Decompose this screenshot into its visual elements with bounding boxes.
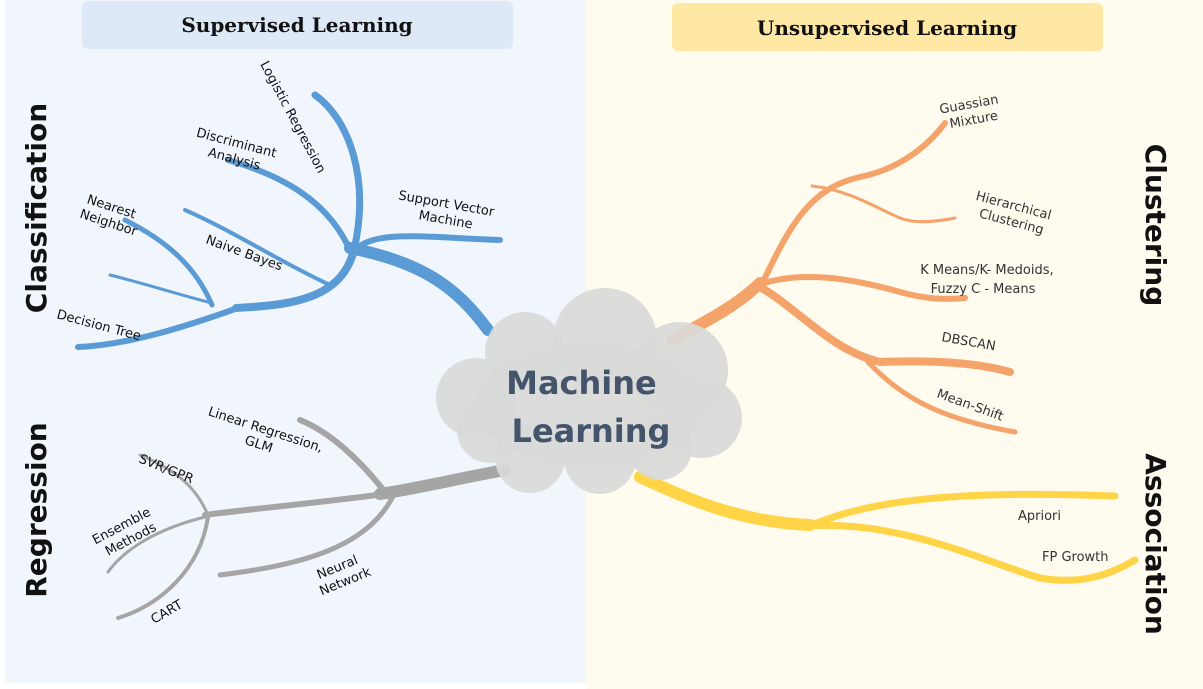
classification-title: Classification bbox=[20, 103, 53, 313]
label-kmeans-line2: Fuzzy C - Means bbox=[931, 282, 1036, 297]
branch-hierarchical bbox=[810, 184, 957, 224]
classification-lower-stem bbox=[232, 241, 359, 312]
label-apriori: Apriori bbox=[1018, 509, 1061, 524]
classification-trunk bbox=[344, 242, 494, 336]
branch-fan bbox=[108, 273, 214, 305]
branch-cart bbox=[116, 515, 210, 620]
branch-linear-regression bbox=[297, 417, 388, 495]
branch-kmeans bbox=[755, 273, 968, 302]
central-topic-line2: Learning bbox=[512, 412, 671, 450]
supervised-header: Supervised Learning bbox=[181, 13, 412, 37]
branch-discriminant bbox=[225, 157, 355, 258]
association-trunk bbox=[634, 471, 816, 531]
branch-support-vector bbox=[350, 233, 503, 255]
unsupervised-header: Unsupervised Learning bbox=[757, 16, 1017, 40]
branch-svr-gpr bbox=[138, 453, 210, 517]
branch-decision-tree bbox=[75, 305, 241, 350]
branch-nearest-neighbor bbox=[122, 217, 215, 308]
supervised-header-box bbox=[82, 1, 513, 49]
regression-main-stem bbox=[202, 491, 388, 518]
clustering-title: Clustering bbox=[1139, 144, 1172, 307]
regression-branches bbox=[106, 417, 511, 620]
central-topic: Machine Learning bbox=[506, 364, 670, 450]
classification-branches bbox=[75, 91, 503, 350]
label-kmeans-line1: K Means/K- Medoids, bbox=[920, 263, 1053, 278]
clustering-branches bbox=[666, 120, 1018, 435]
branch-neural-network bbox=[217, 489, 398, 578]
central-topic-line1: Machine bbox=[506, 364, 657, 402]
branch-apriori bbox=[808, 490, 1119, 529]
label-kmeans: K Means/K- Medoids, Fuzzy C - Means bbox=[920, 263, 1058, 297]
branch-naive-bayes bbox=[183, 208, 332, 287]
branch-fp-growth bbox=[804, 521, 1139, 584]
label-fp-growth: FP Growth bbox=[1042, 550, 1109, 565]
association-title: Association bbox=[1139, 453, 1172, 634]
regression-title: Regression bbox=[20, 422, 53, 598]
branch-gaussian bbox=[759, 120, 948, 287]
unsupervised-header-box bbox=[672, 3, 1103, 51]
branch-mean-shift bbox=[865, 359, 1018, 435]
central-cloud bbox=[436, 288, 742, 494]
branch-ensemble bbox=[106, 515, 207, 574]
branch-dbscan bbox=[756, 283, 1014, 376]
branch-logistic bbox=[311, 91, 364, 254]
association-branches bbox=[634, 471, 1139, 584]
